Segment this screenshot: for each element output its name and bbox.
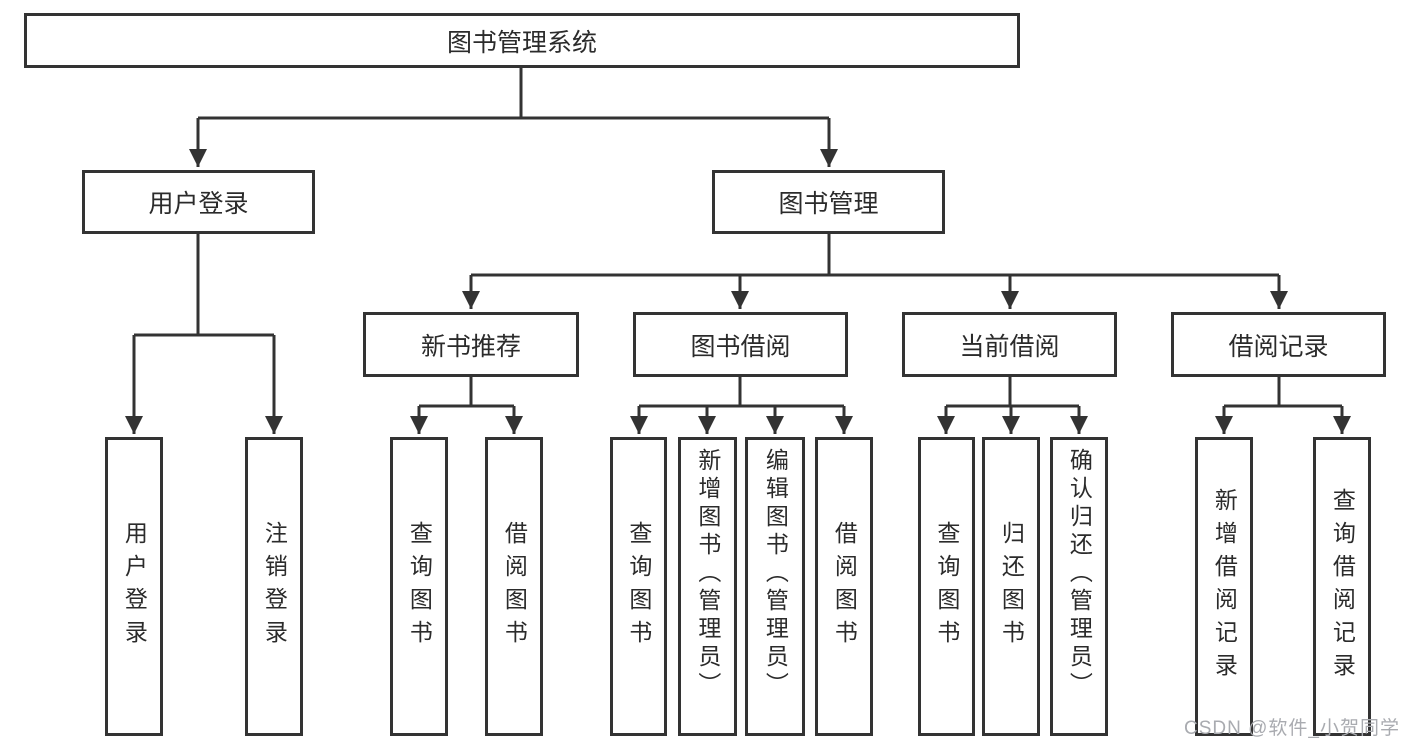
node-label: 图书管理 bbox=[778, 190, 879, 218]
node-leaf-confirm-return-admin: 确认归还（管理员） bbox=[1050, 437, 1108, 736]
connector-current-borrowing-children bbox=[937, 377, 1088, 434]
node-leaf-edit-book-admin: 编辑图书（管理员） bbox=[745, 437, 805, 736]
connector-root-to-level1 bbox=[189, 68, 838, 167]
node-label: 查询借阅记录 bbox=[1329, 487, 1356, 686]
node-label: 借阅记录 bbox=[1228, 332, 1329, 361]
node-label: 借阅图书 bbox=[501, 520, 528, 653]
node-label: 新增借阅记录 bbox=[1211, 487, 1238, 686]
node-label: 确认归还（管理员） bbox=[1066, 448, 1093, 700]
node-label: 新增图书（管理员） bbox=[694, 448, 721, 700]
connector-book-borrowing-children bbox=[630, 377, 853, 434]
connector-user-login-children bbox=[125, 234, 283, 434]
node-label: 查询图书 bbox=[933, 520, 960, 653]
node-leaf-add-book-admin: 新增图书（管理员） bbox=[678, 437, 737, 736]
node-leaf-query-borrow-record: 查询借阅记录 bbox=[1313, 437, 1371, 736]
node-book-borrowing: 图书借阅 bbox=[633, 312, 848, 377]
watermark: CSDN @软件_小贺同学 bbox=[1184, 718, 1400, 739]
node-label: 归还图书 bbox=[998, 520, 1025, 653]
node-book-management: 图书管理 bbox=[712, 170, 945, 234]
node-leaf-return-books: 归还图书 bbox=[982, 437, 1040, 736]
node-label: 新书推荐 bbox=[420, 332, 521, 361]
node-label: 用户登录 bbox=[148, 190, 249, 218]
node-user-login: 用户登录 bbox=[82, 170, 315, 234]
node-label: 编辑图书（管理员） bbox=[762, 448, 789, 700]
node-new-book-recommend: 新书推荐 bbox=[363, 312, 579, 377]
connector-borrowing-records-children bbox=[1215, 377, 1351, 434]
node-label: 图书管理系统 bbox=[446, 28, 597, 57]
node-leaf-user-login: 用户登录 bbox=[105, 437, 163, 736]
node-leaf-borrow-books-borrowing: 借阅图书 bbox=[815, 437, 873, 736]
connector-book-management-children bbox=[462, 234, 1288, 309]
node-label: 用户登录 bbox=[121, 520, 148, 653]
node-label: 图书借阅 bbox=[690, 332, 791, 361]
node-leaf-query-books-borrowing: 查询图书 bbox=[610, 437, 667, 736]
node-library-management-system: 图书管理系统 bbox=[24, 13, 1020, 68]
node-label: 当前借阅 bbox=[959, 332, 1060, 361]
node-label: 注销登录 bbox=[261, 520, 288, 653]
node-label: 查询图书 bbox=[625, 520, 652, 653]
node-leaf-logout: 注销登录 bbox=[245, 437, 303, 736]
connector-new-book-recommend-children bbox=[410, 377, 523, 434]
node-current-borrowing: 当前借阅 bbox=[902, 312, 1117, 377]
node-leaf-query-books-current: 查询图书 bbox=[918, 437, 975, 736]
node-label: 查询图书 bbox=[406, 520, 433, 653]
node-label: 借阅图书 bbox=[831, 520, 858, 653]
node-leaf-borrow-books-recommend: 借阅图书 bbox=[485, 437, 543, 736]
node-borrowing-records: 借阅记录 bbox=[1171, 312, 1386, 377]
node-leaf-add-borrow-record: 新增借阅记录 bbox=[1195, 437, 1253, 736]
node-leaf-query-books-recommend: 查询图书 bbox=[390, 437, 448, 736]
